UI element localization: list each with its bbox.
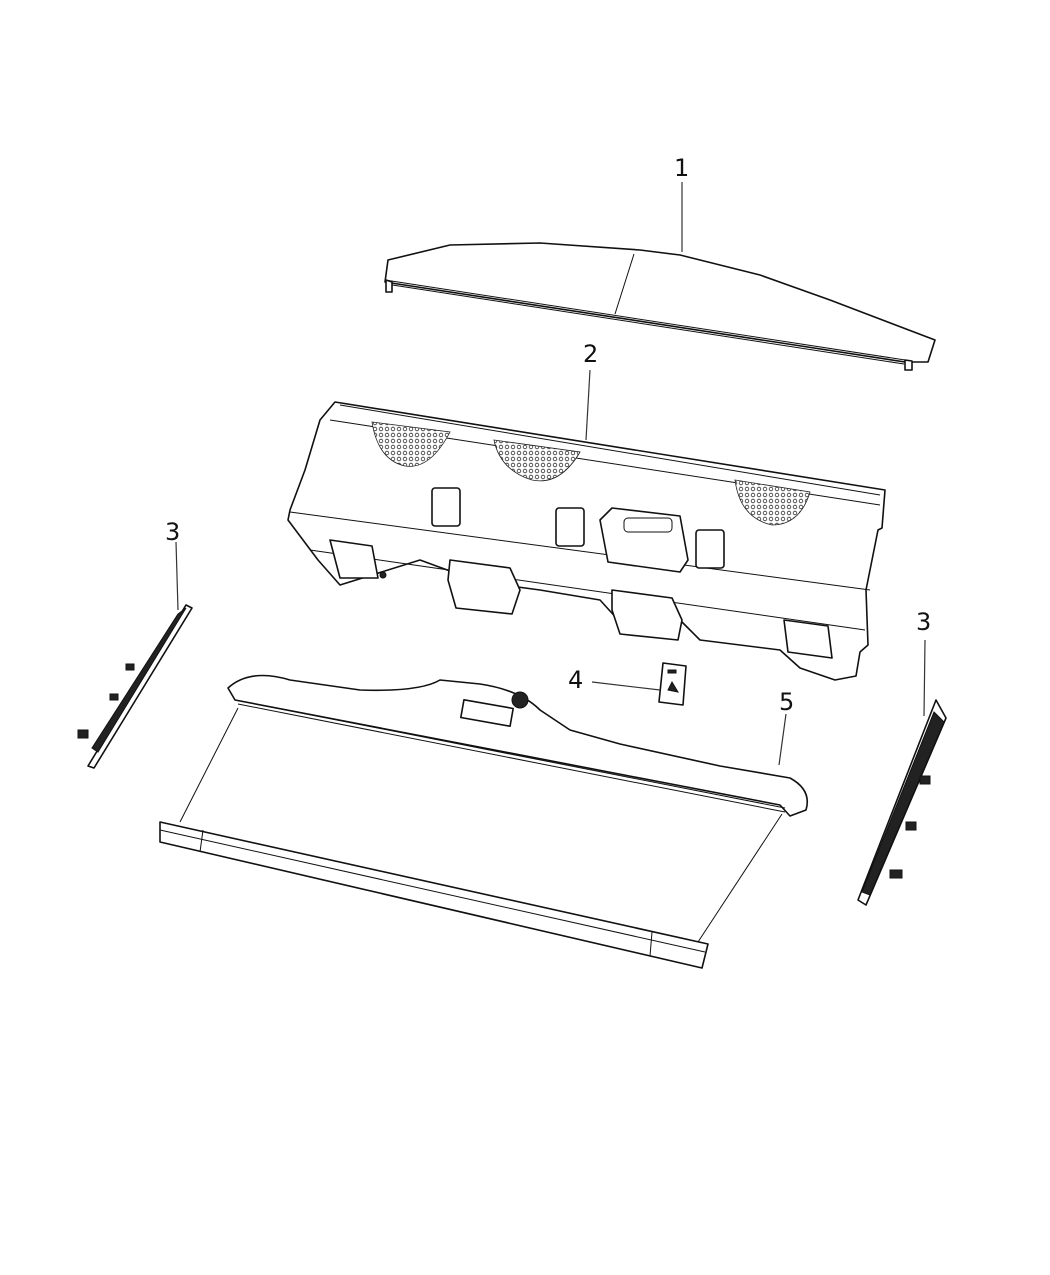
callout-3-right: 3 bbox=[916, 608, 932, 636]
callout-1: 1 bbox=[674, 154, 690, 182]
callout-3-left: 3 bbox=[165, 518, 181, 546]
part-3-left-rail bbox=[77, 541, 193, 769]
part-2-shelf-panel bbox=[287, 369, 886, 681]
callout-2: 2 bbox=[583, 340, 599, 368]
part-3-right-rail bbox=[857, 639, 947, 906]
part-4-bezel bbox=[591, 662, 687, 706]
callout-4: 4 bbox=[568, 666, 584, 694]
belt-bezel-center bbox=[555, 507, 585, 547]
belt-bezel-right bbox=[695, 529, 725, 569]
callout-5: 5 bbox=[779, 688, 795, 716]
part-1-cover-panel bbox=[384, 182, 936, 371]
part-5-sunshade bbox=[159, 674, 809, 969]
belt-bezel-left bbox=[431, 487, 461, 527]
